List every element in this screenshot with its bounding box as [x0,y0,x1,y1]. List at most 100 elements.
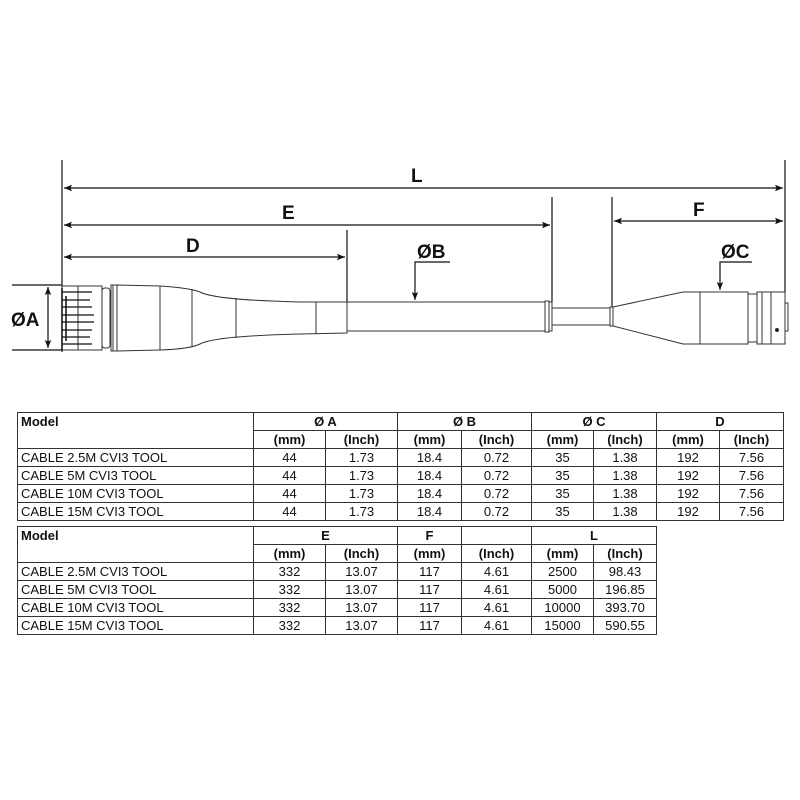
value-cell: 13.07 [325,598,398,617]
value-cell: 1.73 [325,466,398,485]
value-cell: 7.56 [719,484,784,503]
label-diameter-B: ØB [417,242,446,263]
value-cell: 18.4 [397,466,462,485]
table-row: CABLE 5M CVI3 TOOL 332 13.07 117 4.61 50… [17,580,657,599]
unit-header: (Inch) [593,544,657,563]
model-cell: CABLE 15M CVI3 TOOL [17,616,254,635]
value-cell: 192 [656,502,720,521]
value-cell: 0.72 [461,484,532,503]
unit-header: (Inch) [719,430,784,449]
value-cell: 117 [397,562,462,581]
unit-header: (mm) [531,430,594,449]
value-cell: 44 [253,502,326,521]
value-cell: 18.4 [397,448,462,467]
value-cell: 35 [531,448,594,467]
group-header-diameter-C: Ø C [531,412,657,431]
value-cell: 590.55 [593,616,657,635]
unit-header: (Inch) [325,544,398,563]
value-cell: 44 [253,484,326,503]
unit-header: (Inch) [325,430,398,449]
label-D: D [186,236,200,257]
value-cell: 15000 [531,616,594,635]
model-cell: CABLE 5M CVI3 TOOL [17,466,254,485]
value-cell: 35 [531,502,594,521]
group-header-L: L [531,526,657,545]
model-cell: CABLE 15M CVI3 TOOL [17,502,254,521]
spec-table-diameters-D: Model Ø A Ø B Ø C D (mm) (Inch) (mm) (In… [17,412,784,521]
value-cell: 18.4 [397,502,462,521]
cable-dimension-drawing: L E D F ØA ØB ØC [11,160,789,352]
unit-header: (mm) [656,430,720,449]
value-cell: 35 [531,484,594,503]
value-cell: 1.73 [325,502,398,521]
table-row: CABLE 15M CVI3 TOOL 44 1.73 18.4 0.72 35… [17,502,784,521]
value-cell: 44 [253,448,326,467]
group-header-diameter-A: Ø A [253,412,398,431]
left-connector-icon [61,284,118,352]
unit-header: (mm) [253,430,326,449]
label-L: L [411,166,423,187]
value-cell: 2500 [531,562,594,581]
value-cell: 1.38 [593,466,657,485]
value-cell: 98.43 [593,562,657,581]
value-cell: 7.56 [719,502,784,521]
value-cell: 332 [253,598,326,617]
model-header: Model [17,526,254,563]
spec-table-E-F-L: Model E F L (mm) (Inch) (mm) (Inch) (mm)… [17,526,657,635]
table-units-row: (mm) (Inch) (mm) (Inch) (mm) (Inch) [18,544,657,563]
dimension-lines [44,184,783,348]
group-header-D: D [656,412,784,431]
value-cell: 4.61 [461,616,532,635]
value-cell: 1.73 [325,448,398,467]
label-diameter-C: ØC [721,242,750,263]
table-row: CABLE 2.5M CVI3 TOOL 332 13.07 117 4.61 … [17,562,657,581]
value-cell: 1.38 [593,502,657,521]
model-cell: CABLE 2.5M CVI3 TOOL [17,448,254,467]
value-cell: 44 [253,466,326,485]
value-cell: 7.56 [719,466,784,485]
value-cell: 35 [531,466,594,485]
value-cell: 13.07 [325,616,398,635]
model-header: Model [17,412,254,449]
cable-outline [61,284,789,352]
table-row: CABLE 10M CVI3 TOOL 332 13.07 117 4.61 1… [17,598,657,617]
value-cell: 192 [656,484,720,503]
group-header-E: E [253,526,398,545]
value-cell: 13.07 [325,580,398,599]
value-cell: 192 [656,466,720,485]
value-cell: 192 [656,448,720,467]
table-row: CABLE 5M CVI3 TOOL 44 1.73 18.4 0.72 35 … [17,466,784,485]
table-row: CABLE 15M CVI3 TOOL 332 13.07 117 4.61 1… [17,616,657,635]
model-cell: CABLE 10M CVI3 TOOL [17,598,254,617]
value-cell: 4.61 [461,580,532,599]
value-cell: 4.61 [461,562,532,581]
value-cell: 13.07 [325,562,398,581]
value-cell: 1.38 [593,484,657,503]
value-cell: 332 [253,580,326,599]
model-cell: CABLE 2.5M CVI3 TOOL [17,562,254,581]
value-cell: 4.61 [461,598,532,617]
value-cell: 117 [397,580,462,599]
model-cell: CABLE 10M CVI3 TOOL [17,484,254,503]
unit-header: (mm) [397,544,462,563]
value-cell: 10000 [531,598,594,617]
value-cell: 1.73 [325,484,398,503]
table-header-row: Model E F L [17,526,657,563]
value-cell: 196.85 [593,580,657,599]
value-cell: 0.72 [461,448,532,467]
unit-header: (Inch) [461,430,532,449]
unit-header: (mm) [253,544,326,563]
group-header-blank [461,526,532,545]
group-header-diameter-B: Ø B [397,412,532,431]
label-F: F [693,200,705,221]
unit-header: (mm) [397,430,462,449]
group-header-F: F [397,526,462,545]
value-cell: 117 [397,616,462,635]
table-row: CABLE 10M CVI3 TOOL 44 1.73 18.4 0.72 35… [17,484,784,503]
table-row: CABLE 2.5M CVI3 TOOL 44 1.73 18.4 0.72 3… [17,448,784,467]
unit-header: (Inch) [593,430,657,449]
model-cell: CABLE 5M CVI3 TOOL [17,580,254,599]
value-cell: 0.72 [461,466,532,485]
value-cell: 393.70 [593,598,657,617]
table-header-row: Model Ø A Ø B Ø C D [17,412,784,449]
